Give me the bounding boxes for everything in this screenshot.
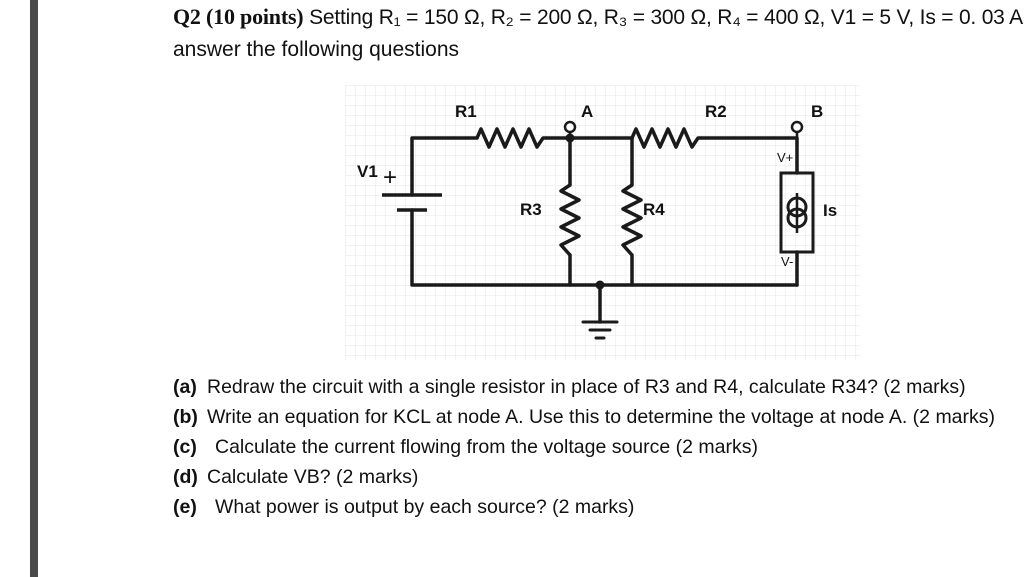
current-source-box: [779, 171, 815, 254]
ground-junction: [595, 280, 605, 290]
vplus-label: V+: [777, 150, 793, 165]
r3-resistor: [559, 183, 581, 257]
vminus-label: V-: [781, 254, 793, 269]
r2-resistor: [630, 127, 702, 149]
question-text: Calculate the current flowing from the v…: [215, 436, 758, 458]
question-tag: (d): [173, 466, 198, 488]
question-text: Calculate VB? (2 marks): [207, 466, 419, 488]
node-b-terminal: [790, 120, 804, 134]
question-tag: (c): [173, 436, 197, 458]
ground-symbol: [581, 320, 619, 340]
is-label: Is: [823, 201, 837, 220]
question-label: Q2 (10 points): [173, 4, 304, 29]
question-tag: (b): [173, 406, 198, 428]
r4-resistor: [621, 183, 643, 257]
r2-label: R2: [705, 102, 727, 121]
question-header: Q2 (10 points) Setting R₁ = 150 Ω, R₂ = …: [173, 4, 1023, 30]
question-text: What power is output by each source? (2 …: [215, 496, 635, 518]
question-tag: (a): [173, 376, 197, 398]
circuit-diagram: R1 R2 A B R3 R4 V1 + Is V+ V-: [345, 85, 860, 360]
instruction-text: answer the following questions: [173, 38, 460, 61]
node-a-label: A: [581, 102, 593, 121]
question-tag: (e): [173, 496, 197, 518]
setting-text: Setting R₁ = 150 Ω, R₂ = 200 Ω, R₃ = 300…: [309, 6, 1023, 29]
r1-resistor: [475, 127, 547, 149]
r4-label: R4: [643, 200, 665, 219]
left-border-bar: [30, 0, 38, 577]
node-a-terminal: [563, 120, 577, 134]
r3-label: R3: [520, 200, 542, 219]
question-text: Write an equation for KCL at node A. Use…: [207, 406, 996, 428]
v1-plus-label: +: [383, 164, 397, 191]
question-text: Redraw the circuit with a single resisto…: [207, 376, 966, 398]
r1-label: R1: [455, 102, 477, 121]
node-a-junction: [565, 133, 575, 143]
grid-background: [345, 85, 860, 360]
v1-label: V1: [357, 162, 378, 181]
node-b-label: B: [811, 102, 823, 121]
